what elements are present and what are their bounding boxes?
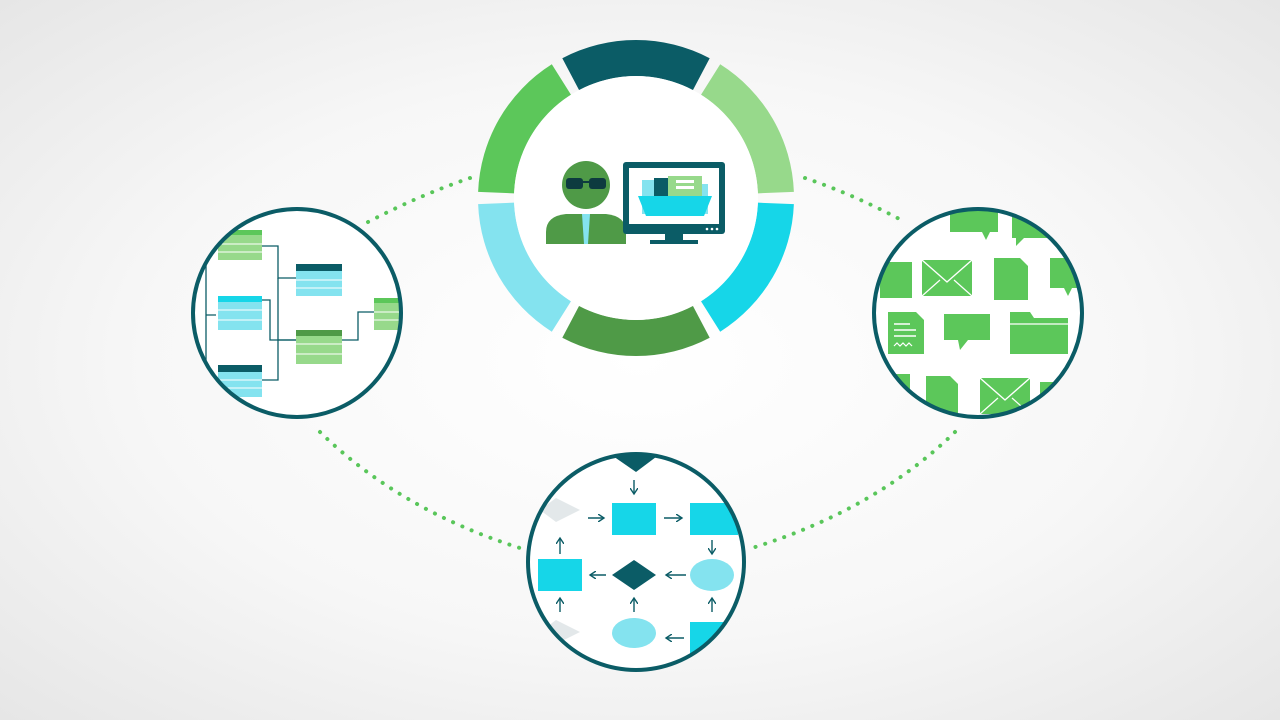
- schema-circle: [191, 207, 403, 419]
- documents-circle: [872, 207, 1084, 419]
- monitor-icon: [623, 162, 725, 244]
- connector-center-right: [803, 176, 907, 224]
- flowchart: [538, 454, 738, 656]
- glasses-icon: [566, 178, 606, 189]
- user-icon: [546, 161, 626, 244]
- ring-segment-dark-teal: [562, 40, 710, 91]
- flowchart-circle: [526, 452, 746, 672]
- connector-right-bottom: [750, 430, 957, 550]
- connector-left-bottom: [318, 430, 522, 550]
- connector-center-left: [366, 176, 472, 224]
- ring-segment-cyan: [701, 202, 794, 332]
- segmented-ring: [478, 40, 794, 356]
- ring-segment-light-cyan: [478, 202, 571, 332]
- diamond-icon: [612, 560, 656, 590]
- ring-segment-dark-green: [562, 305, 710, 356]
- ring-segment-light-green: [701, 64, 794, 194]
- database-schema-diagram: [205, 230, 401, 397]
- ring-segment-green: [478, 64, 571, 194]
- dotted-connectors: [318, 176, 957, 550]
- folder-icon: [1010, 312, 1068, 354]
- folder-icon: [638, 176, 712, 216]
- diamond-icon: [610, 454, 660, 472]
